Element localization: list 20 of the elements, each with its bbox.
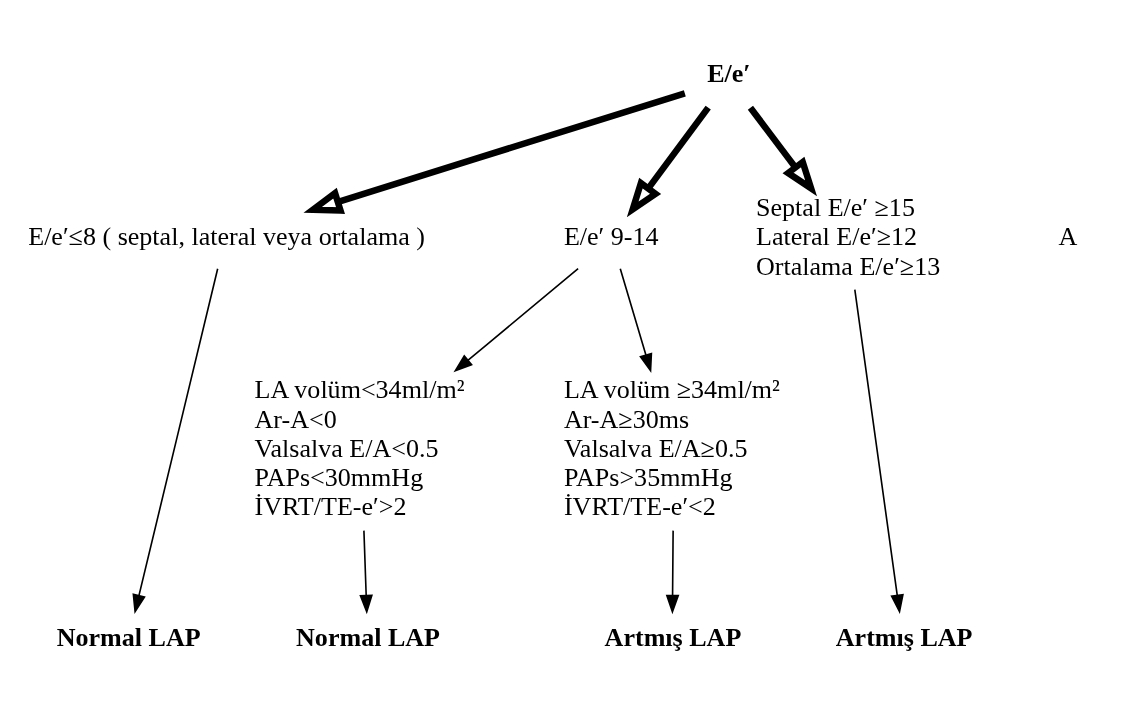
arrow xyxy=(665,529,680,615)
node-text: E/e′ 9-14 xyxy=(563,222,659,252)
node-text: E/e′≤8 ( septal, lateral veya ortalama ) xyxy=(28,222,425,252)
arrow xyxy=(854,288,904,615)
node-text: E/e′ xyxy=(707,59,751,89)
arrow xyxy=(132,267,219,614)
arrow xyxy=(453,267,579,373)
node-text: Septal E/e′ ≥15 Lateral E/e′≥12 Ortalama E/e′≥13 xyxy=(756,192,941,281)
node-text: LA volüm<34ml/m² Ar-A<0 Valsalva E/A<0.5 PAPs<30mmHg İVRT/TE-e′>2 xyxy=(254,375,465,522)
arrow xyxy=(626,105,711,218)
node-text: Normal LAP xyxy=(56,622,201,652)
node-text: LA volüm ≥34ml/m² Ar-A≥30ms Valsalva E/A≥0.5 PAPs>35mmHg İVRT/TE-e′<2 xyxy=(563,375,780,522)
label: A xyxy=(1058,222,1078,252)
node-text: Artmış LAP xyxy=(835,622,973,652)
arrow xyxy=(619,267,653,374)
arrow xyxy=(359,529,373,615)
arrow xyxy=(303,90,686,215)
arrow xyxy=(747,105,818,197)
node-text: Artmış LAP xyxy=(604,622,742,652)
node-text: Normal LAP xyxy=(296,622,441,652)
